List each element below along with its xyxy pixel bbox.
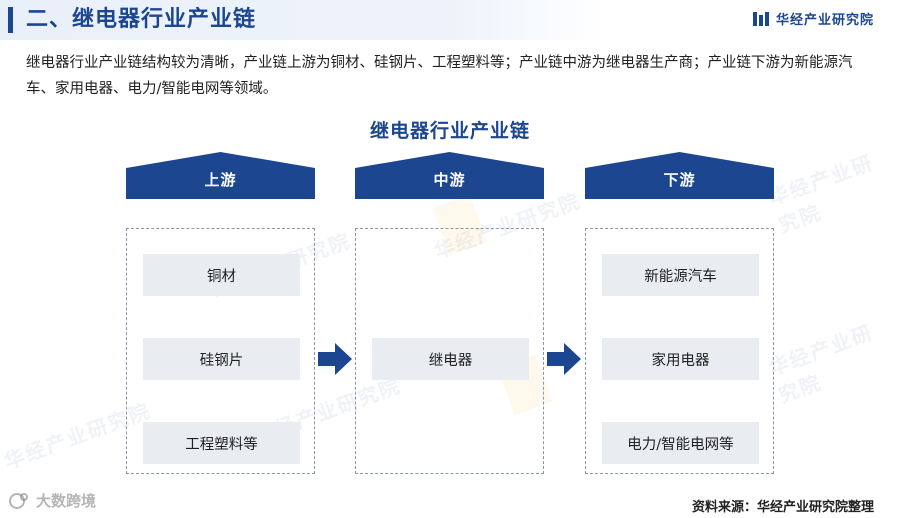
- item-new-energy-vehicles: 新能源汽车: [602, 254, 759, 296]
- item-engineering-plastics: 工程塑料等: [143, 422, 300, 464]
- diagram-title: 继电器行业产业链: [369, 120, 530, 142]
- item-copper: 铜材: [143, 254, 300, 296]
- intro-paragraph: 继电器行业产业链结构较为清晰，产业链上游为铜材、硅钢片、工程塑料等；产业链中游为…: [26, 55, 853, 97]
- stage-label: 下游: [663, 171, 696, 189]
- stage-box-upstream: 铜材 硅钢片 工程塑料等: [126, 228, 315, 474]
- item-home-appliances: 家用电器: [602, 338, 759, 380]
- item-power-smart-grid: 电力/智能电网等: [602, 422, 759, 464]
- header-accent: [8, 7, 13, 33]
- arrow-right-icon: [547, 343, 581, 375]
- source-value: 华经产业研究院整理: [756, 500, 874, 515]
- stage-header-midstream: 中游: [355, 152, 544, 199]
- arrow-right-icon: [318, 343, 352, 375]
- watermark-text: 华经产业研究院: [765, 320, 877, 408]
- watermark-text: 华经产业研究院: [765, 150, 877, 238]
- item-silicon-steel: 硅钢片: [143, 338, 300, 380]
- stage-box-midstream: 继电器: [355, 228, 544, 474]
- stage-header-upstream: 上游: [126, 152, 315, 199]
- header: 二、继电器行业产业链 华经产业研究院: [0, 0, 900, 40]
- corner-logo-icon: [9, 492, 28, 509]
- corner-watermark: 大数跨境: [8, 490, 96, 511]
- corner-watermark-text: 大数跨境: [36, 492, 97, 510]
- brand-logo-icon: [752, 11, 769, 26]
- stage-label: 上游: [204, 171, 237, 189]
- stage-header-downstream: 下游: [585, 152, 774, 199]
- item-relay: 继电器: [372, 338, 529, 380]
- source-note: 资料来源：华经产业研究院整理: [692, 496, 874, 515]
- brand: 华经产业研究院: [752, 9, 874, 28]
- header-bar: [0, 0, 604, 40]
- stage-label: 中游: [433, 171, 466, 189]
- page-title: 二、继电器行业产业链: [26, 7, 257, 32]
- stage-box-downstream: 新能源汽车 家用电器 电力/智能电网等: [585, 228, 774, 474]
- source-label: 资料来源：: [691, 500, 757, 515]
- brand-name: 华经产业研究院: [775, 13, 874, 28]
